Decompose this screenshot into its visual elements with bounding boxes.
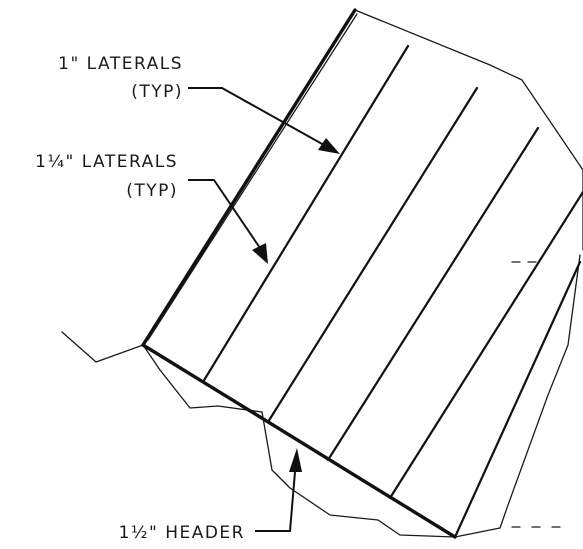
lateral-line: [201, 44, 410, 384]
arrowhead-lateral-1-25: [252, 243, 268, 264]
lateral-line: [388, 190, 583, 500]
lateral-line-short: [453, 260, 582, 539]
leader-header: [255, 471, 296, 532]
edge-lateral-shadow: [147, 13, 358, 341]
label-lateral-1-line2: (TYP): [131, 82, 183, 102]
area-boundary: [354, 9, 583, 251]
label-lateral-1-line1: 1" LATERALS: [58, 54, 183, 74]
label-lateral-1-25-line2: (TYP): [126, 181, 178, 201]
lateral-line: [266, 86, 479, 424]
edge-lateral: [141, 8, 357, 347]
arrowhead-lateral-1: [318, 138, 340, 154]
inlet-pipe: [61, 331, 144, 363]
lateral-line: [326, 126, 540, 462]
label-lateral-1-25-line1: 1¼" LATERALS: [35, 152, 178, 172]
area-boundary-lower: [142, 344, 501, 538]
arrowhead-header: [289, 448, 302, 472]
label-header: 1½" HEADER: [119, 523, 245, 543]
area-boundary-right: [499, 254, 581, 529]
leader-lateral-1: [188, 87, 325, 146]
header-pipe: [141, 343, 457, 539]
